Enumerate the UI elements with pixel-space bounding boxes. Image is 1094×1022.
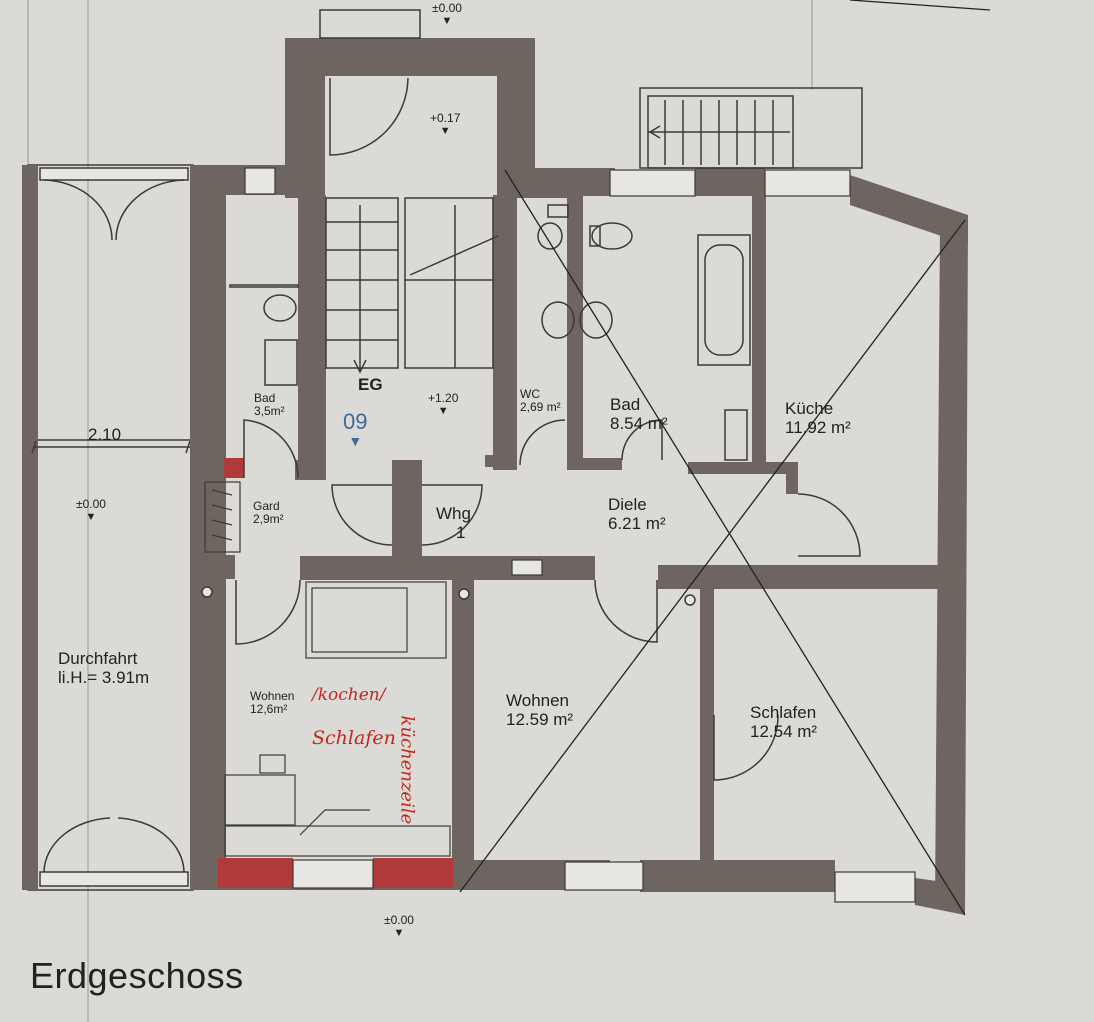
dimension-line bbox=[31, 440, 191, 454]
dimension-label: 2.10 bbox=[88, 425, 122, 444]
gate-top bbox=[39, 167, 189, 241]
entrance-landing bbox=[319, 9, 421, 156]
level-durchfahrt: ±0.00▼ bbox=[76, 497, 106, 524]
handwritten-schlafen: Schlafen bbox=[312, 727, 396, 749]
staircase bbox=[325, 197, 499, 374]
handwritten-kuechenzeile: küchenzeile bbox=[396, 715, 418, 825]
outside-stairs bbox=[639, 87, 863, 169]
marker-number: 09▼ bbox=[343, 409, 368, 450]
fixtures bbox=[229, 204, 751, 461]
level-landing: +0.17▼ bbox=[430, 111, 461, 138]
red-wall-marks bbox=[218, 458, 453, 888]
level-bottom: ±0.00▼ bbox=[384, 913, 414, 940]
gate-bottom bbox=[39, 817, 189, 887]
durchfahrt-area bbox=[27, 164, 194, 891]
handwritten-kochen: /kochen/ bbox=[312, 685, 386, 705]
vent bbox=[511, 559, 543, 576]
eg-label: EG bbox=[358, 375, 383, 394]
floor-title: Erdgeschoss bbox=[30, 955, 244, 996]
level-marker-icon: ▼ bbox=[439, 125, 451, 138]
durchfahrt-left-wall bbox=[22, 165, 38, 890]
wardrobe bbox=[204, 481, 241, 553]
level-marker-icon: ▼ bbox=[441, 15, 453, 28]
level-marker-icon: ▼ bbox=[437, 405, 449, 418]
furniture bbox=[224, 581, 451, 857]
level-marker-icon: ▼ bbox=[393, 927, 405, 940]
level-top: ±0.00▼ bbox=[432, 1, 462, 28]
cross-out-lines bbox=[459, 0, 991, 916]
walls bbox=[190, 38, 968, 915]
level-eg: +1.20▼ bbox=[428, 391, 459, 418]
doors bbox=[235, 419, 861, 781]
windows bbox=[244, 167, 916, 903]
level-marker-icon: ▼ bbox=[85, 511, 97, 524]
marker-triangle-icon: ▼ bbox=[348, 433, 363, 450]
pillars bbox=[201, 586, 696, 606]
